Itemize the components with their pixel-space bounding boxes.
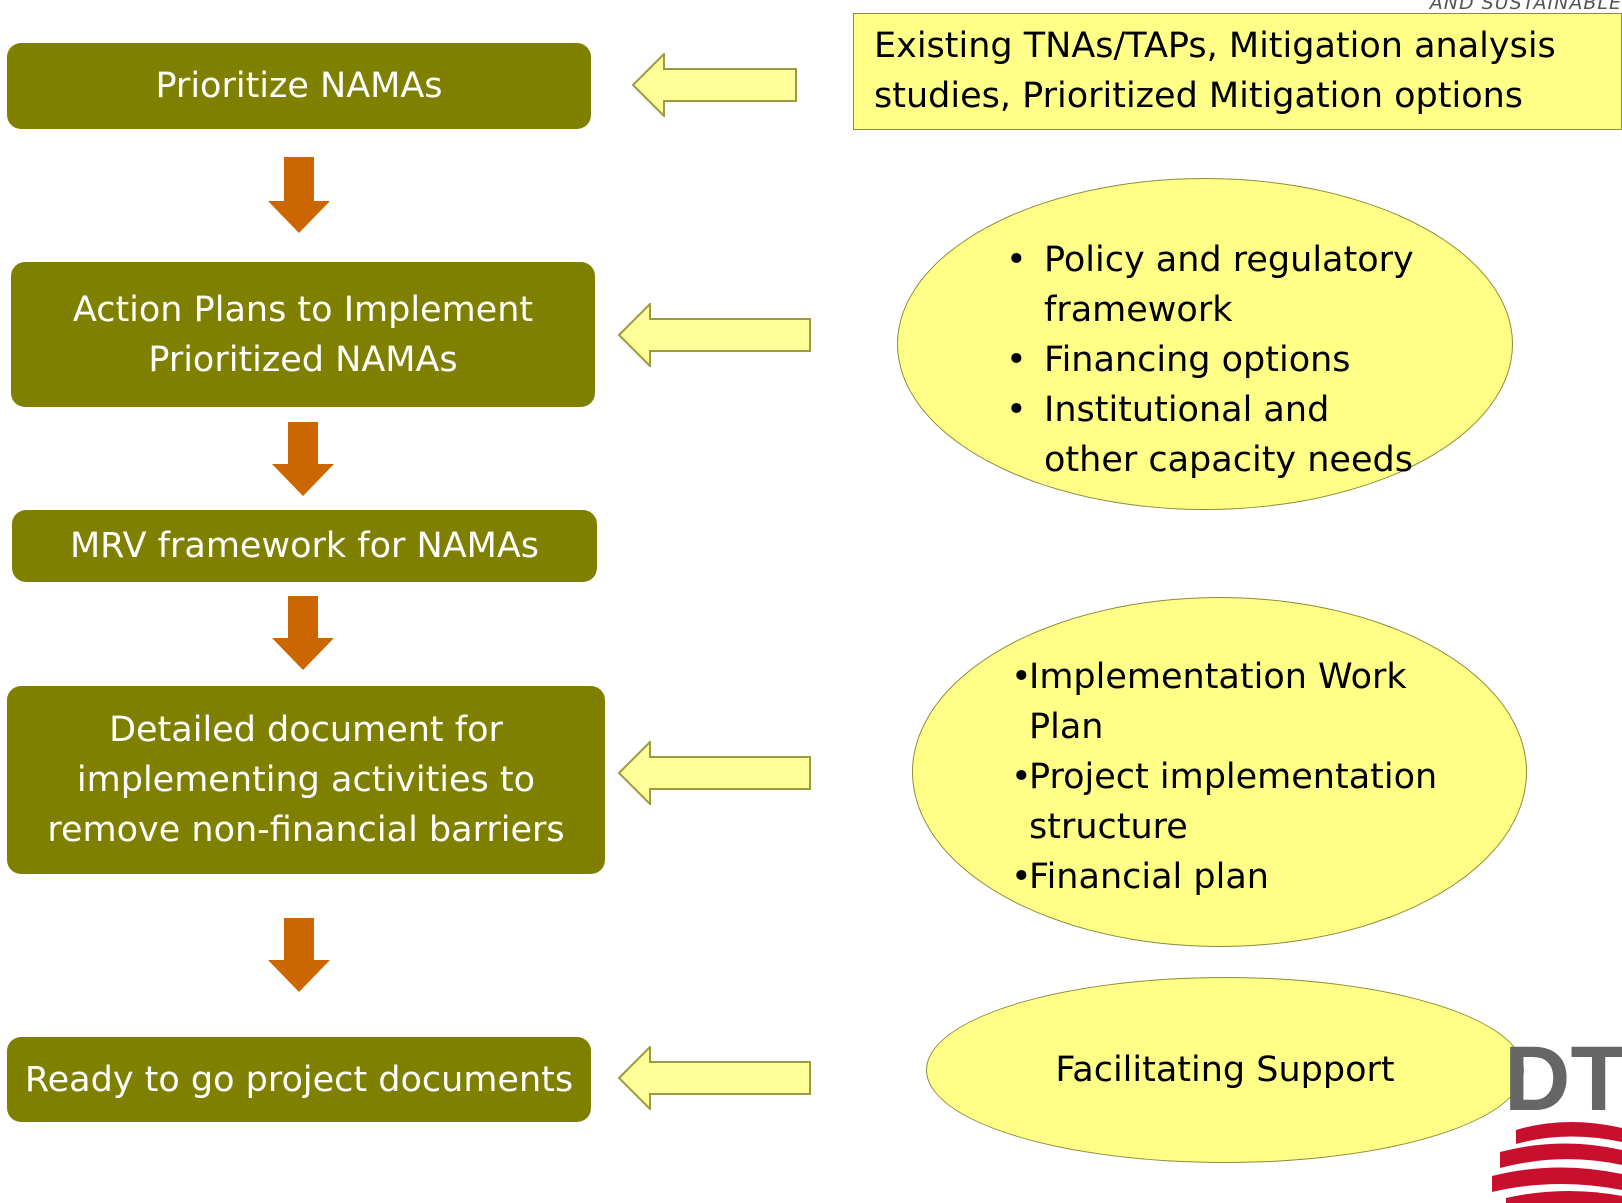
existing-studies-note: Existing TNAs/TAPs, Mitigation analysis … xyxy=(853,13,1622,130)
logo-text: DTU xyxy=(1504,1028,1622,1130)
list-item: • Institutional and other capacity needs xyxy=(1006,385,1414,485)
facilitating-support-label: Facilitating Support xyxy=(1055,1050,1395,1090)
tagline: AND SUSTAINABLE xyxy=(1429,0,1622,14)
list-item: • Policy and regulatory framework xyxy=(1006,235,1414,335)
detailed-document-inputs-ellipse: • Implementation Work Plan • Project imp… xyxy=(912,597,1527,947)
flow-box-ready-documents: Ready to go project documents xyxy=(7,1037,591,1122)
flow-box-label: Ready to go project documents xyxy=(24,1059,574,1100)
bullet-icon: • xyxy=(1011,657,1032,697)
bullet-icon: • xyxy=(1006,240,1027,280)
flow-box-detailed-document: Detailed document for implementing activ… xyxy=(7,686,605,874)
list-item: • Financial plan xyxy=(1011,852,1437,902)
flow-box-action-plans: Action Plans to Implement Prioritized NA… xyxy=(11,262,595,407)
flow-box-prioritize: Prioritize NAMAs xyxy=(7,43,591,129)
bullet-icon: • xyxy=(1006,340,1027,380)
flow-box-label: Action Plans to Implement Prioritized NA… xyxy=(72,289,534,380)
flow-box-label: MRV framework for NAMAs xyxy=(69,526,540,566)
bullet-icon: • xyxy=(1011,857,1032,897)
flow-box-label: Detailed document for implementing activ… xyxy=(47,710,565,850)
down-arrow-2 xyxy=(272,422,334,496)
left-arrow-1 xyxy=(632,53,797,117)
down-arrow-4 xyxy=(268,918,330,992)
bullet-icon: • xyxy=(1011,757,1032,797)
action-plan-inputs-ellipse: • Policy and regulatory framework • Fina… xyxy=(897,178,1513,510)
left-arrow-3 xyxy=(618,741,811,805)
list-item: • Implementation Work Plan xyxy=(1011,652,1437,752)
left-arrow-4 xyxy=(618,1046,811,1110)
down-arrow-1 xyxy=(268,157,330,233)
facilitating-support-ellipse: Facilitating Support xyxy=(926,977,1524,1163)
existing-studies-text: Existing TNAs/TAPs, Mitigation analysis … xyxy=(874,26,1556,116)
flow-box-label: Prioritize NAMAs xyxy=(155,66,443,106)
list-item: • Financing options xyxy=(1006,335,1414,385)
left-arrow-2 xyxy=(618,303,811,367)
down-arrow-3 xyxy=(272,596,334,670)
bullet-icon: • xyxy=(1006,390,1027,430)
flow-box-mrv: MRV framework for NAMAs xyxy=(12,510,597,582)
dtu-logo: DTU xyxy=(1492,1028,1622,1203)
list-item: • Project implementation structure xyxy=(1011,752,1437,852)
